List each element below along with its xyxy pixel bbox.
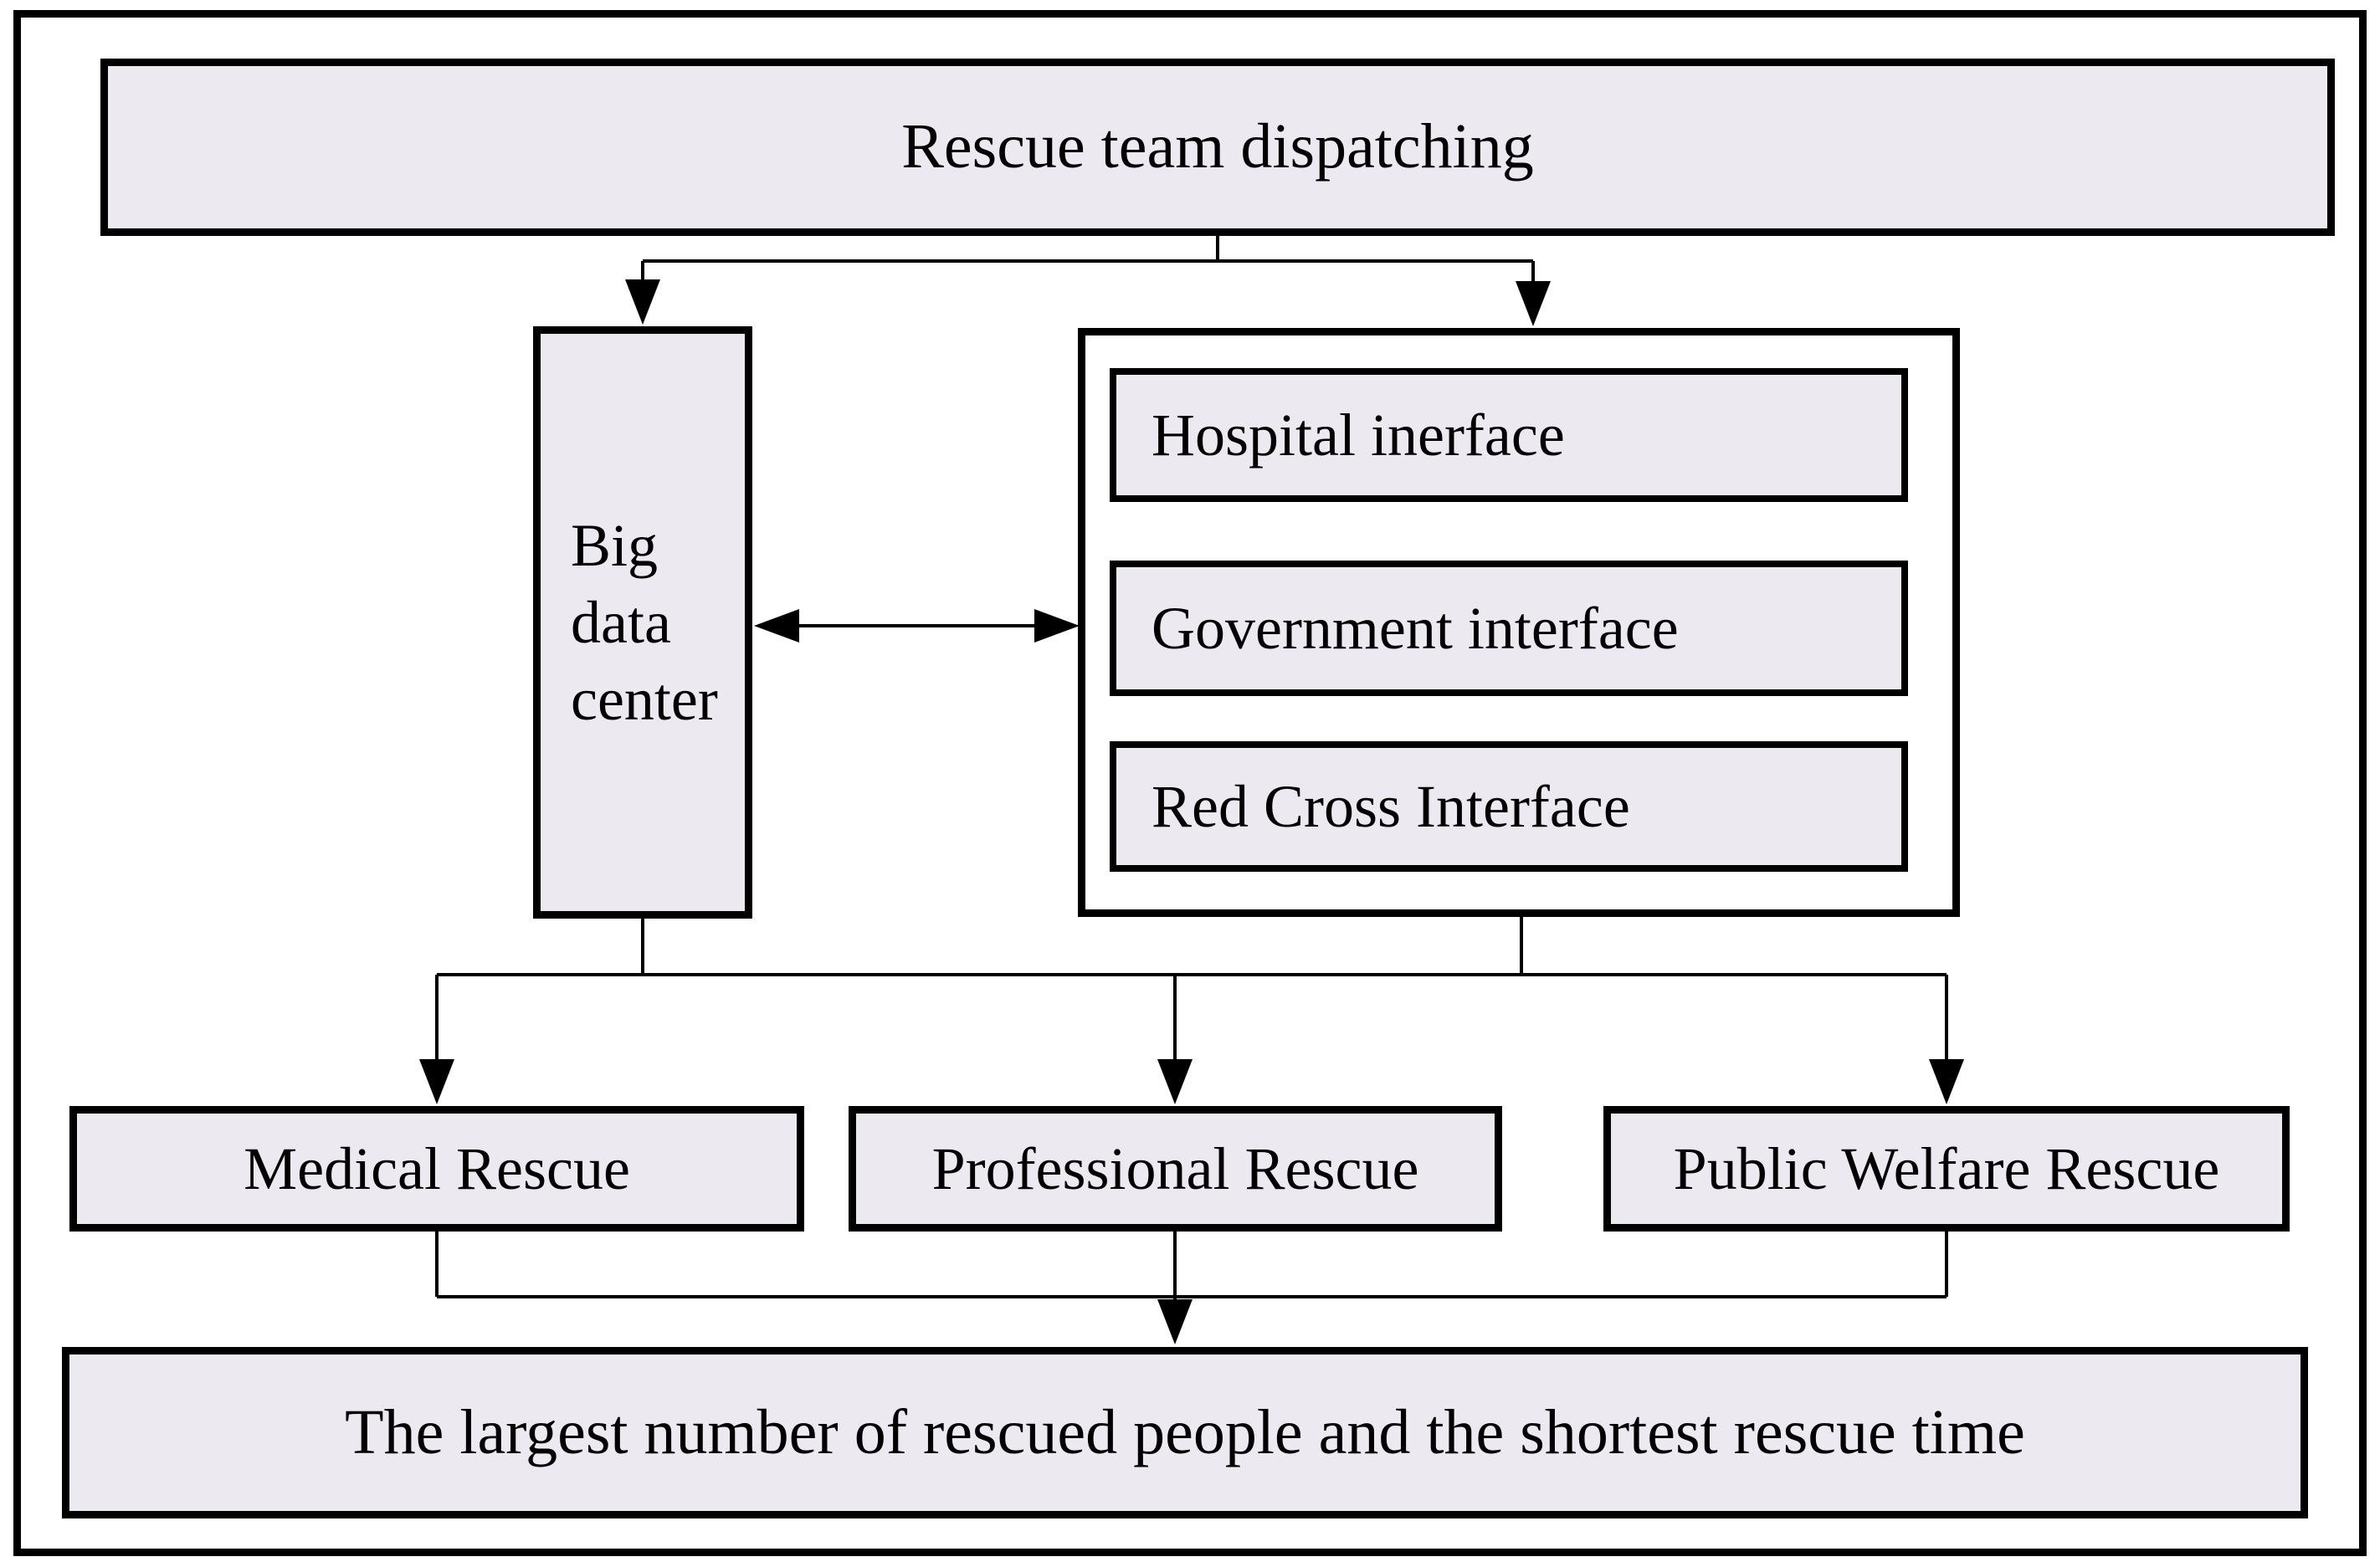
big-data-center-box: Big data center bbox=[533, 326, 752, 919]
public-welfare-rescue-label: Public Welfare Rescue bbox=[1673, 1134, 2220, 1202]
red-cross-interface-label: Red Cross Interface bbox=[1152, 772, 1630, 840]
objective-label: The largest number of rescued people and… bbox=[345, 1396, 2025, 1467]
red-cross-interface-box: Red Cross Interface bbox=[1110, 741, 1908, 872]
public-welfare-rescue-box: Public Welfare Rescue bbox=[1603, 1106, 2290, 1232]
hospital-interface-label: Hospital inerface bbox=[1152, 401, 1565, 469]
diagram-outer-border bbox=[13, 10, 2367, 1556]
objective-box: The largest number of rescued people and… bbox=[62, 1347, 2308, 1518]
professional-rescue-label: Professional Rescue bbox=[931, 1134, 1419, 1202]
big-data-center-label: Big data center bbox=[571, 511, 718, 734]
rescue-team-dispatching-box: Rescue team dispatching bbox=[100, 59, 2335, 236]
government-interface-box: Government interface bbox=[1110, 561, 1908, 696]
hospital-interface-box: Hospital inerface bbox=[1110, 368, 1908, 502]
medical-rescue-label: Medical Rescue bbox=[244, 1134, 630, 1202]
government-interface-label: Government interface bbox=[1152, 594, 1679, 662]
rescue-team-dispatching-label: Rescue team dispatching bbox=[901, 111, 1534, 182]
medical-rescue-box: Medical Rescue bbox=[69, 1106, 804, 1232]
professional-rescue-box: Professional Rescue bbox=[849, 1106, 1502, 1232]
